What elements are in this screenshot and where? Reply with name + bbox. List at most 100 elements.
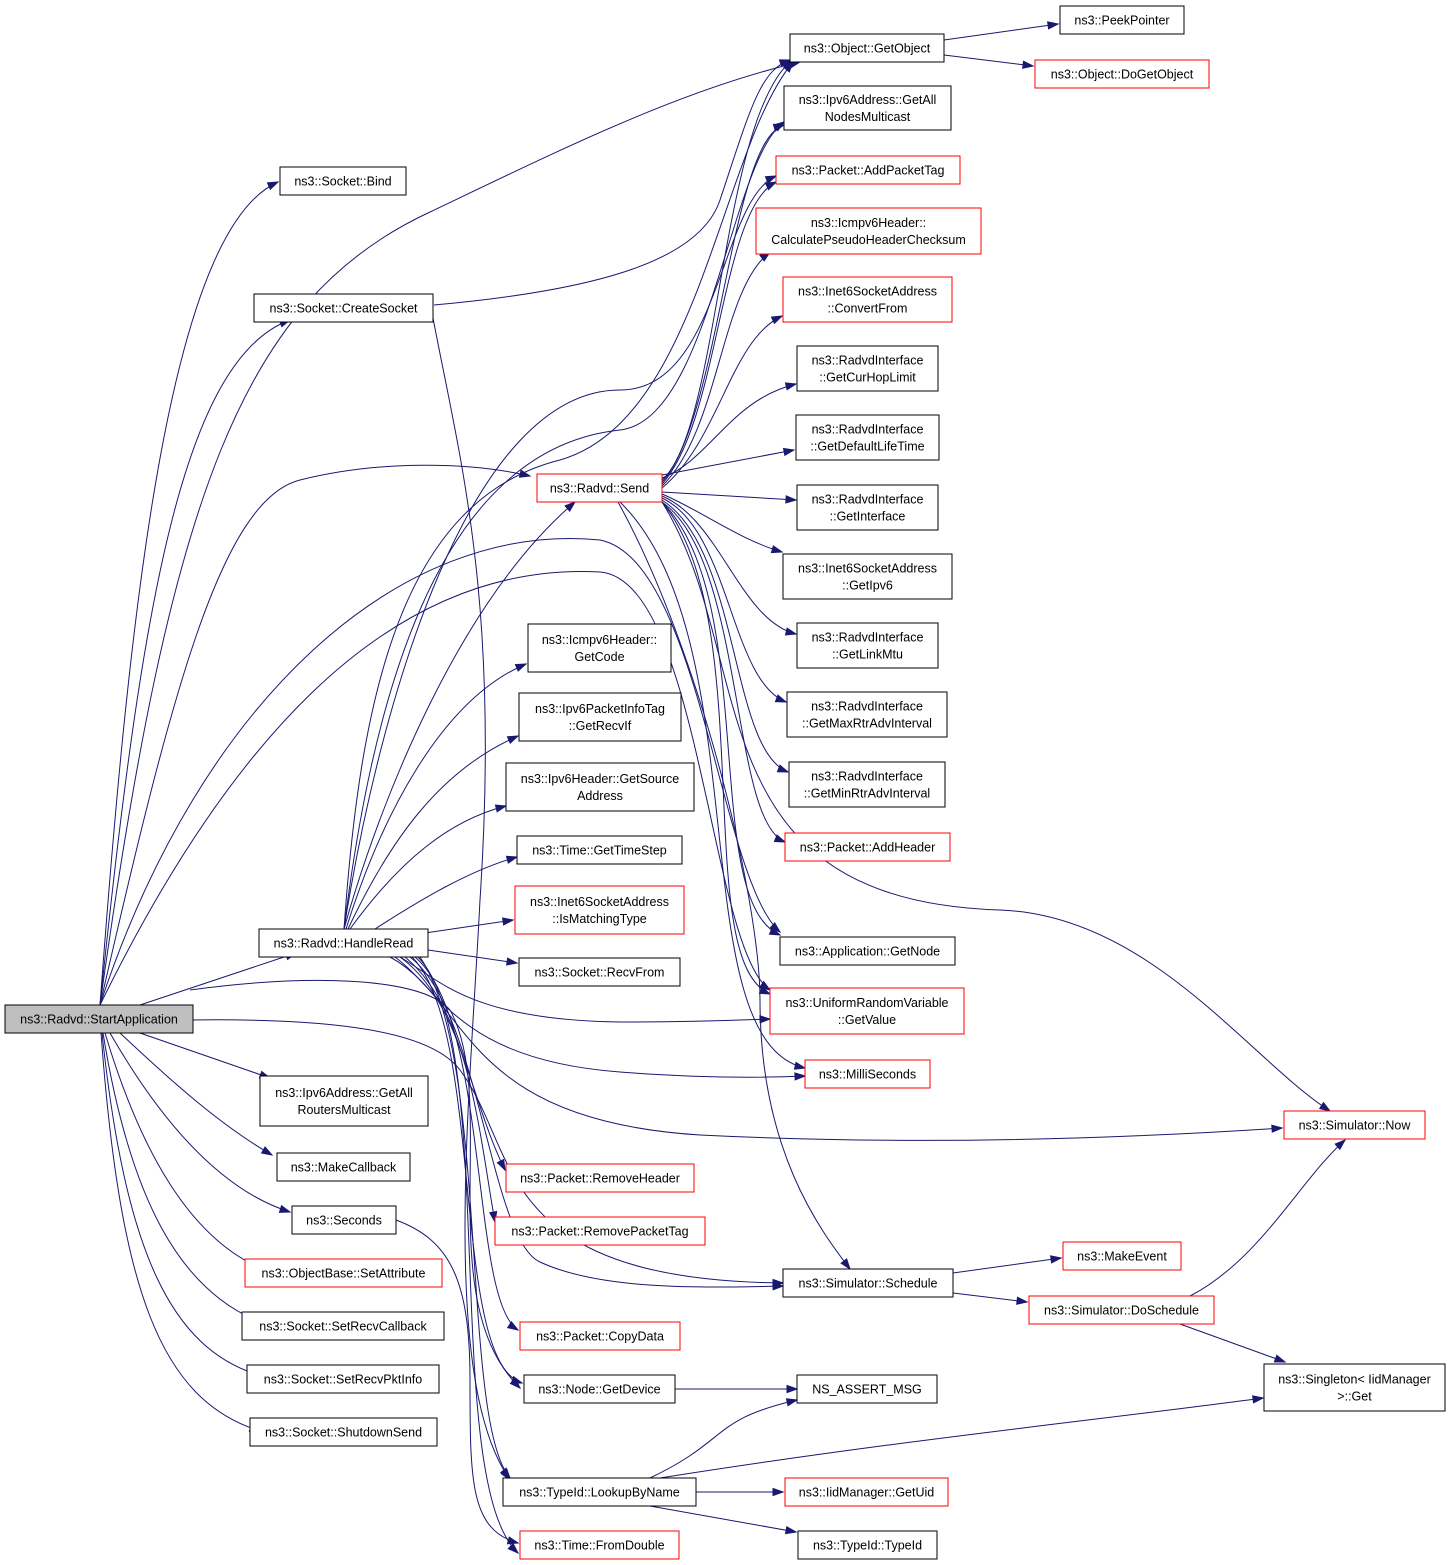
node-getminrtr[interactable]: ns3::RadvdInterface::GetMinRtrAdvInterva… [788,761,946,808]
node-box[interactable] [1062,1241,1182,1271]
node-ismatchingtype[interactable]: ns3::Inet6SocketAddress::IsMatchingType [514,885,685,935]
node-typeid[interactable]: ns3::TypeId::TypeId [797,1530,938,1560]
node-box[interactable] [523,1374,676,1404]
node-milliseconds[interactable]: ns3::MilliSeconds [804,1059,931,1089]
node-box[interactable] [755,207,982,255]
node-box[interactable] [789,33,945,63]
node-box[interactable] [796,622,939,669]
node-box[interactable] [258,928,429,958]
node-box[interactable] [783,85,952,131]
node-getmaxrtr[interactable]: ns3::RadvdInterface::GetMaxRtrAdvInterva… [786,691,948,738]
node-box[interactable] [1034,59,1210,89]
node-box[interactable] [505,1163,695,1193]
node-box[interactable] [784,832,951,862]
node-createsocket[interactable]: ns3::Socket::CreateSocket [253,293,434,323]
node-getcode[interactable]: ns3::Icmpv6Header::GetCode [527,623,672,673]
node-box[interactable] [494,1216,706,1246]
node-getdefaultlifetime[interactable]: ns3::RadvdInterface::GetDefaultLifeTime [795,414,940,461]
node-box[interactable] [241,1311,445,1341]
node-nsassert[interactable]: NS_ASSERT_MSG [796,1374,938,1404]
node-getvalue[interactable]: ns3::UniformRandomVariable::GetValue [769,987,965,1035]
node-addpackettag[interactable]: ns3::Packet::AddPacketTag [775,155,961,185]
node-box[interactable] [788,761,946,808]
node-makecallback[interactable]: ns3::MakeCallback [276,1152,411,1182]
node-gettimestep[interactable]: ns3::Time::GetTimeStep [516,835,683,865]
node-now[interactable]: ns3::Simulator::Now [1283,1110,1426,1140]
node-box[interactable] [796,1374,938,1404]
node-send[interactable]: ns3::Radvd::Send [536,473,663,503]
node-setrecvpktinfo[interactable]: ns3::Socket::SetRecvPktInfo [246,1364,440,1394]
node-box[interactable] [519,1530,680,1560]
node-getipv6[interactable]: ns3::Inet6SocketAddress::GetIpv6 [782,553,953,600]
node-setrecvcallback[interactable]: ns3::Socket::SetRecvCallback [241,1311,445,1341]
node-bind[interactable]: ns3::Socket::Bind [279,166,407,196]
node-box[interactable] [795,414,940,461]
node-getnode[interactable]: ns3::Application::GetNode [779,936,956,966]
node-recvfrom[interactable]: ns3::Socket::RecvFrom [518,957,681,987]
node-box[interactable] [536,473,663,503]
node-box[interactable] [797,1530,938,1560]
node-fromdouble[interactable]: ns3::Time::FromDouble [519,1530,680,1560]
node-removepackettag[interactable]: ns3::Packet::RemovePacketTag [494,1216,706,1246]
node-box[interactable] [796,345,939,392]
node-box[interactable] [502,1477,697,1507]
node-box[interactable] [279,166,407,196]
node-box[interactable] [514,885,685,935]
node-box[interactable] [276,1152,411,1182]
node-getobject[interactable]: ns3::Object::GetObject [789,33,945,63]
node-getdevice[interactable]: ns3::Node::GetDevice [523,1374,676,1404]
node-dogetobject[interactable]: ns3::Object::DoGetObject [1034,59,1210,89]
node-calcpseudo[interactable]: ns3::Icmpv6Header::CalculatePseudoHeader… [755,207,982,255]
node-box[interactable] [519,1321,681,1351]
node-copydata[interactable]: ns3::Packet::CopyData [519,1321,681,1351]
node-box[interactable] [249,1417,438,1447]
node-getcurhoplimit[interactable]: ns3::RadvdInterface::GetCurHopLimit [796,345,939,392]
node-box[interactable] [1028,1295,1215,1325]
node-box[interactable] [1263,1363,1446,1412]
node-box[interactable] [527,623,672,673]
node-box[interactable] [505,762,695,812]
node-box[interactable] [253,293,434,323]
node-box[interactable] [518,692,682,742]
node-box[interactable] [244,1258,443,1288]
node-lookupbyname[interactable]: ns3::TypeId::LookupByName [502,1477,697,1507]
node-getlinkmtu[interactable]: ns3::RadvdInterface::GetLinkMtu [796,622,939,669]
node-box[interactable] [782,1268,954,1298]
node-convertfrom[interactable]: ns3::Inet6SocketAddress::ConvertFrom [782,276,953,323]
node-box[interactable] [1059,5,1185,35]
node-peekpointer[interactable]: ns3::PeekPointer [1059,5,1185,35]
node-seconds[interactable]: ns3::Seconds [291,1205,397,1235]
node-getuid[interactable]: ns3::IidManager::GetUid [784,1477,949,1507]
node-box[interactable] [246,1364,440,1394]
node-setattribute[interactable]: ns3::ObjectBase::SetAttribute [244,1258,443,1288]
node-getrecvif[interactable]: ns3::Ipv6PacketInfoTag::GetRecvIf [518,692,682,742]
node-box[interactable] [4,1004,194,1034]
node-box[interactable] [782,276,953,323]
node-getinterface[interactable]: ns3::RadvdInterface::GetInterface [796,484,939,531]
node-box[interactable] [1283,1110,1426,1140]
node-singletonget[interactable]: ns3::Singleton< IidManager >::Get [1263,1363,1446,1412]
node-doschedule[interactable]: ns3::Simulator::DoSchedule [1028,1295,1215,1325]
node-box[interactable] [796,484,939,531]
node-shutdownsend[interactable]: ns3::Socket::ShutdownSend [249,1417,438,1447]
node-box[interactable] [259,1075,429,1127]
node-box[interactable] [786,691,948,738]
node-box[interactable] [775,155,961,185]
node-startapp[interactable]: ns3::Radvd::StartApplication [4,1004,194,1034]
node-box[interactable] [518,957,681,987]
node-box[interactable] [784,1477,949,1507]
node-box[interactable] [516,835,683,865]
node-makeevent[interactable]: ns3::MakeEvent [1062,1241,1182,1271]
node-removeheader[interactable]: ns3::Packet::RemoveHeader [505,1163,695,1193]
node-box[interactable] [779,936,956,966]
node-box[interactable] [769,987,965,1035]
node-box[interactable] [291,1205,397,1235]
node-box[interactable] [782,553,953,600]
node-schedule[interactable]: ns3::Simulator::Schedule [782,1268,954,1298]
node-addheader[interactable]: ns3::Packet::AddHeader [784,832,951,862]
node-box[interactable] [804,1059,931,1089]
node-handleread[interactable]: ns3::Radvd::HandleRead [258,928,429,958]
